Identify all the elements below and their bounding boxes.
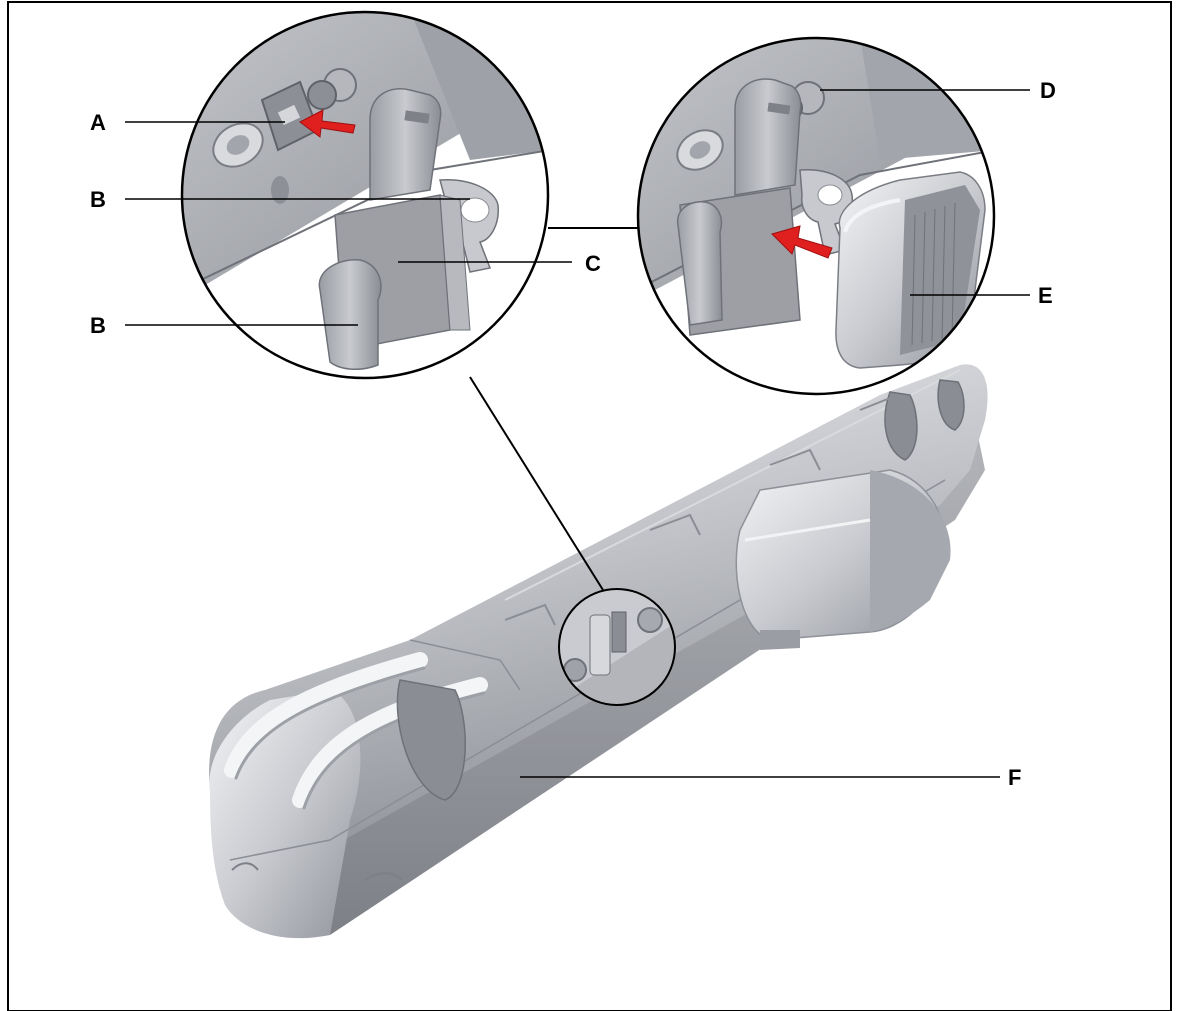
callout-c: C bbox=[585, 251, 601, 276]
figure-frame bbox=[7, 1, 1172, 1011]
callout-a: A bbox=[90, 110, 106, 135]
arrow-left-icon bbox=[299, 109, 356, 138]
detail-connector-line bbox=[469, 376, 604, 591]
callout-b-upper: B bbox=[90, 187, 106, 212]
arrow-left-icon bbox=[771, 225, 833, 259]
leader-lines bbox=[125, 89, 1030, 778]
callout-e: E bbox=[1038, 283, 1053, 308]
callout-f: F bbox=[1008, 765, 1021, 790]
detail-circle-small bbox=[558, 588, 676, 706]
zoom-circle-left bbox=[180, 10, 550, 380]
zoom-circle-right bbox=[636, 36, 996, 396]
callout-b-lower: B bbox=[90, 313, 106, 338]
callout-d: D bbox=[1040, 78, 1056, 103]
